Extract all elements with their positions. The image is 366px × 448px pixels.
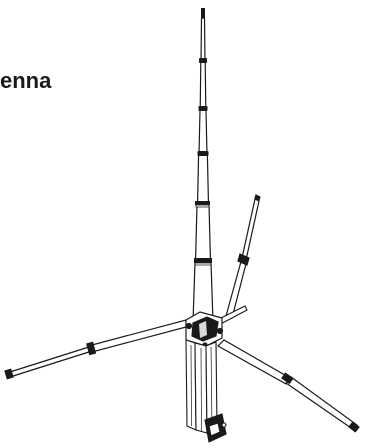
vertical-couplers — [194, 58, 212, 266]
mast-clamp — [204, 413, 227, 443]
base-hub — [185, 311, 224, 348]
mounting-mast — [185, 339, 218, 434]
caption-text: enna — [0, 68, 52, 93]
left-radial — [4, 319, 187, 380]
right-radial — [217, 339, 360, 433]
sloping-element — [225, 194, 261, 319]
vertical-radiator — [192, 8, 214, 323]
